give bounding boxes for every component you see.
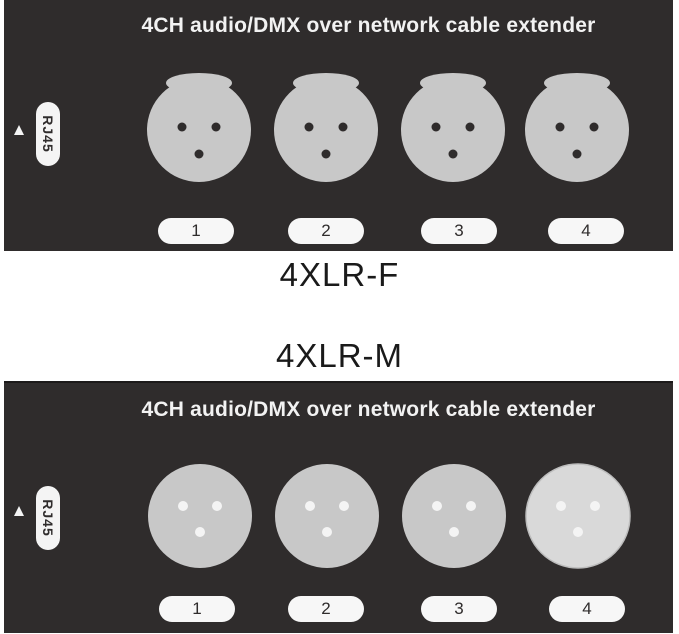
xlr-female-icon xyxy=(401,73,505,182)
channel-label-4: 4 xyxy=(548,218,624,244)
channel-label-1: 1 xyxy=(159,596,235,622)
caption-xlr-male: 4XLR-M xyxy=(275,337,404,374)
xlr-male-icon xyxy=(525,463,631,569)
rj45-label-text: RJ45 xyxy=(40,499,56,537)
xlr-female-icon xyxy=(274,73,378,182)
channel-label-4: 4 xyxy=(549,596,625,622)
rj45-label-text: RJ45 xyxy=(40,115,56,153)
panel-title: 4CH audio/DMX over network cable extende… xyxy=(141,398,596,421)
xlr-male-panel: 4CH audio/DMX over network cable extende… xyxy=(4,381,673,633)
channel-label-2: 2 xyxy=(288,596,364,622)
channel-label-2: 2 xyxy=(288,218,364,244)
rj45-port-label: RJ45 xyxy=(36,486,60,550)
channel-label-3: 3 xyxy=(421,596,497,622)
rj45-arrow-icon xyxy=(14,125,24,135)
rj45-arrow-icon xyxy=(14,506,24,516)
channel-label-3: 3 xyxy=(421,218,497,244)
rj45-port-label: RJ45 xyxy=(36,102,60,166)
xlr-male-icon xyxy=(275,464,379,568)
channel-label-1: 1 xyxy=(158,218,234,244)
caption-xlr-female: 4XLR-F xyxy=(279,256,400,293)
panel-title: 4CH audio/DMX over network cable extende… xyxy=(141,14,596,37)
xlr-female-icon xyxy=(525,73,629,182)
xlr-male-icon xyxy=(148,464,252,568)
xlr-female-icon xyxy=(147,73,251,182)
xlr-female-panel: 4CH audio/DMX over network cable extende… xyxy=(4,0,673,251)
xlr-male-icon xyxy=(402,464,506,568)
